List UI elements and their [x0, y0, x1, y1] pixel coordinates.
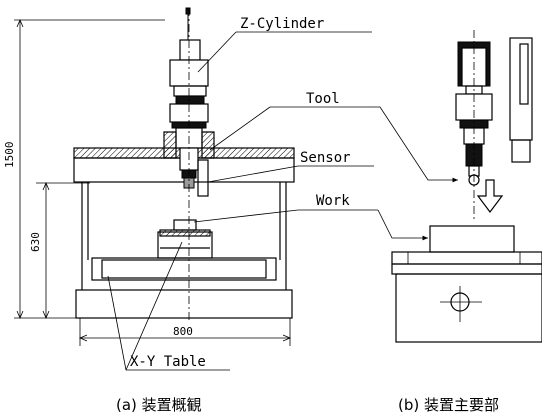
main-part-view	[391, 30, 542, 343]
caption-a: (a) 装置概観	[116, 396, 202, 414]
dimension-630: 630	[29, 181, 90, 320]
work-label: Work	[316, 193, 350, 209]
caption-b: (b) 装置主要部	[398, 396, 499, 414]
tool-label: Tool	[306, 91, 340, 107]
xy-table-label: X-Y Table	[130, 354, 206, 370]
spindle-column	[163, 7, 215, 197]
z-cylinder-label: Z-Cylinder	[240, 16, 324, 32]
dimension-800-label: 800	[173, 325, 193, 338]
dimension-1500: 1500	[3, 18, 165, 320]
dimension-1500-label: 1500	[3, 142, 16, 169]
label-sensor: Sensor	[207, 150, 374, 183]
overall-view: 1500 630 800	[3, 7, 295, 346]
label-work: Work	[193, 193, 428, 241]
label-tool: Tool	[209, 91, 458, 183]
dimension-630-label: 630	[29, 232, 42, 252]
label-xy-table: X-Y Table	[107, 241, 230, 371]
down-arrow-icon	[476, 179, 504, 213]
xy-table-view-a	[157, 219, 213, 259]
label-z-cylinder: Z-Cylinder	[197, 16, 372, 73]
dimension-800: 800	[78, 318, 292, 346]
sensor-label: Sensor	[300, 150, 351, 166]
